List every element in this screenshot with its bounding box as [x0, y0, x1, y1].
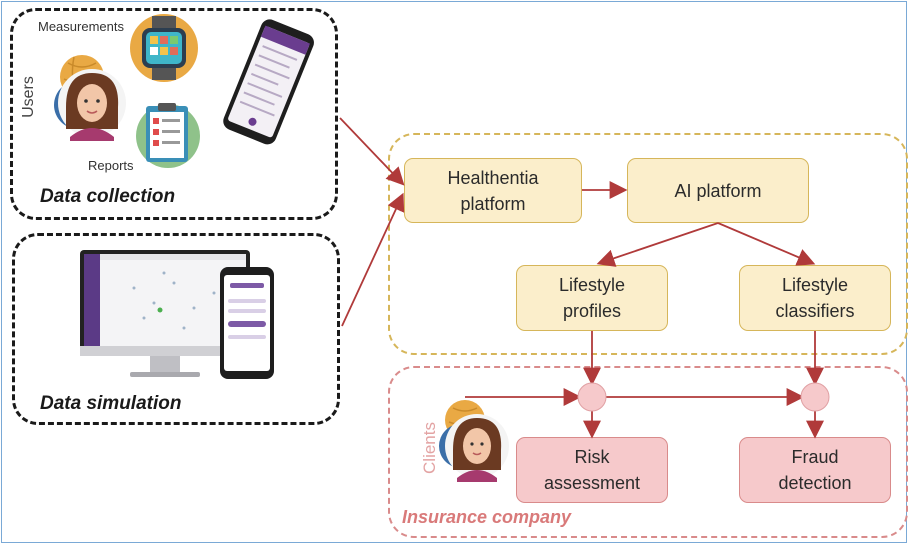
reports-label: Reports	[88, 158, 134, 173]
insurance-company-label: Insurance company	[402, 507, 572, 527]
ai-platform-node: AI platform	[627, 158, 809, 223]
fraud-detection-node: Fraud detection	[739, 437, 891, 503]
arrow-ai-to-classifiers	[717, 222, 816, 266]
desktop-monitor-icon	[80, 250, 250, 377]
insurance-company-group	[388, 366, 908, 538]
lifestyle-profiles-node: Lifestyle profiles	[516, 265, 668, 331]
data-simulation-group	[12, 233, 340, 425]
fraud-junction	[800, 382, 830, 412]
arrow-collection-to-healthentia	[339, 117, 405, 186]
platform-group	[388, 133, 908, 355]
client-avatar-icon	[439, 400, 509, 482]
risk-assessment-node: Risk assessment	[516, 437, 668, 503]
data-simulation-label: Data simulation	[40, 393, 182, 414]
user-avatar-icon	[54, 55, 126, 141]
report-checklist-icon	[136, 103, 200, 168]
lifestyle-classifiers-node: Lifestyle classifiers	[739, 265, 891, 331]
risk-junction	[577, 382, 607, 412]
healthentia-platform-node: Healthentia platform	[404, 158, 582, 223]
arrow-simulation-to-healthentia	[341, 192, 405, 327]
data-collection-label: Data collection	[40, 186, 176, 207]
phone-app-icon	[220, 267, 274, 379]
smartwatch-icon	[130, 14, 198, 82]
smartphone-app-icon	[223, 19, 314, 145]
arrow-ai-to-profiles	[596, 222, 719, 267]
data-collection-group	[10, 8, 338, 220]
measurements-label: Measurements	[38, 19, 124, 34]
